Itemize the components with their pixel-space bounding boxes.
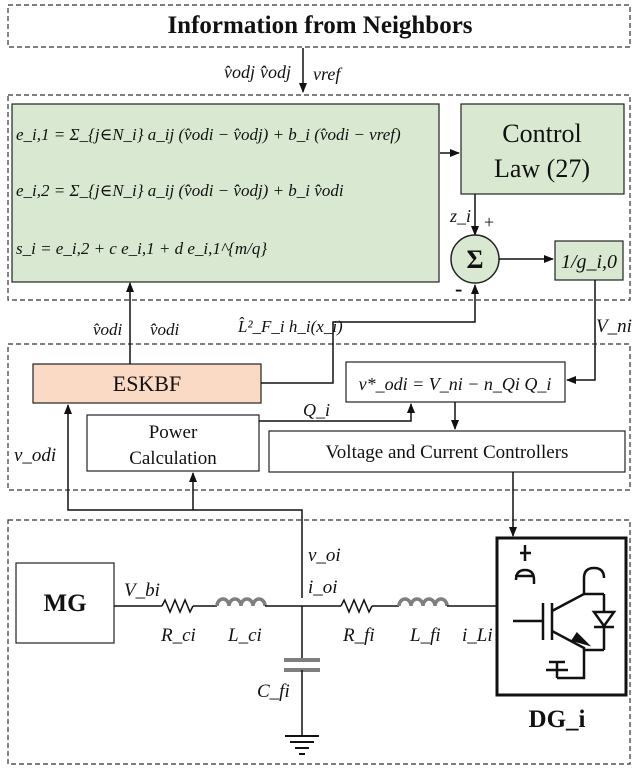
lci-label: L_ci (227, 625, 262, 646)
secondary-control-frame (7, 94, 631, 301)
lie-derivative-arrow (261, 284, 479, 384)
vodi-hat-label: v̂odi (93, 320, 123, 339)
vodi-feedback-arrow (64, 404, 303, 598)
voi-label: v_oi (308, 545, 341, 566)
dg-label: DG_i (529, 706, 586, 733)
sum-minus: - (455, 276, 462, 301)
equation-1: e_i,1 = Σ_{j∈N_i} a_ij (v̂odi − v̂odj) +… (16, 125, 401, 144)
control-law-line2: Law (27) (494, 154, 590, 183)
header-title: Information from Neighbors (167, 12, 472, 39)
vni-label: V_ni (596, 316, 632, 337)
qi-label: Q_i (303, 400, 330, 420)
mg-label: MG (43, 590, 86, 617)
vbi-label: V_bi (124, 580, 160, 601)
control-law-block (460, 103, 625, 195)
equation-2: e_i,2 = Σ_{j∈N_i} a_ij (v̂̂odi − v̂̂odj)… (16, 181, 344, 200)
cfi-label: C_fi (257, 681, 290, 702)
qi-arrow (259, 403, 415, 422)
ground-icon (285, 735, 319, 755)
droop-equation: v*_odi = V_ni − n_Qi Q_i (359, 374, 552, 394)
eskbf-label: ESKBF (113, 371, 181, 396)
eskbf-block (32, 363, 262, 404)
vodi-hathat-label: v̂̂odi (150, 320, 180, 339)
power-circuit-frame (7, 519, 631, 765)
controllers-block (268, 430, 626, 473)
ili-label: i_Li (462, 625, 493, 646)
lfi-label: L_fi (409, 625, 441, 646)
sum-symbol: Σ (467, 245, 484, 274)
zi-label: z_i (449, 206, 471, 226)
resistor-rci (161, 598, 194, 614)
gain-block (554, 240, 624, 281)
control-law-line1: Control (502, 119, 581, 148)
inductor-lci (215, 597, 267, 607)
input-vref: vref (313, 64, 343, 84)
controllers-label: Voltage and Current Controllers (326, 442, 569, 463)
resistor-rfi (340, 598, 373, 614)
vodi-label: v_odi (14, 445, 56, 466)
equation-3: s_i = e_i,2 + c e_i,1 + d e_i,1^{m/q} (16, 239, 267, 258)
input-vodj-hat: v̂odj (224, 62, 255, 82)
rfi-label: R_fi (342, 625, 375, 646)
power-calculation-block (86, 414, 260, 472)
input-vodj-hathat: v̂̂odj (260, 62, 291, 82)
lie-derivative-label: L̂²_F_i h_i(x_i) (237, 317, 343, 336)
mg-source (15, 562, 115, 644)
neighbors-frame (7, 4, 631, 48)
ioi-label: i_oi (308, 577, 338, 598)
sum-plus: + (484, 212, 494, 232)
droop-block (345, 361, 566, 403)
vni-arrow (566, 280, 596, 384)
igbt-icon (513, 545, 617, 680)
inductor-lfi (397, 597, 449, 607)
power-calc-line1: Power (149, 422, 198, 443)
power-calc-line2: Calculation (129, 448, 217, 469)
rci-label: R_ci (160, 625, 196, 646)
gain-label: 1/g_i,0 (561, 251, 617, 273)
consensus-block (11, 103, 440, 283)
